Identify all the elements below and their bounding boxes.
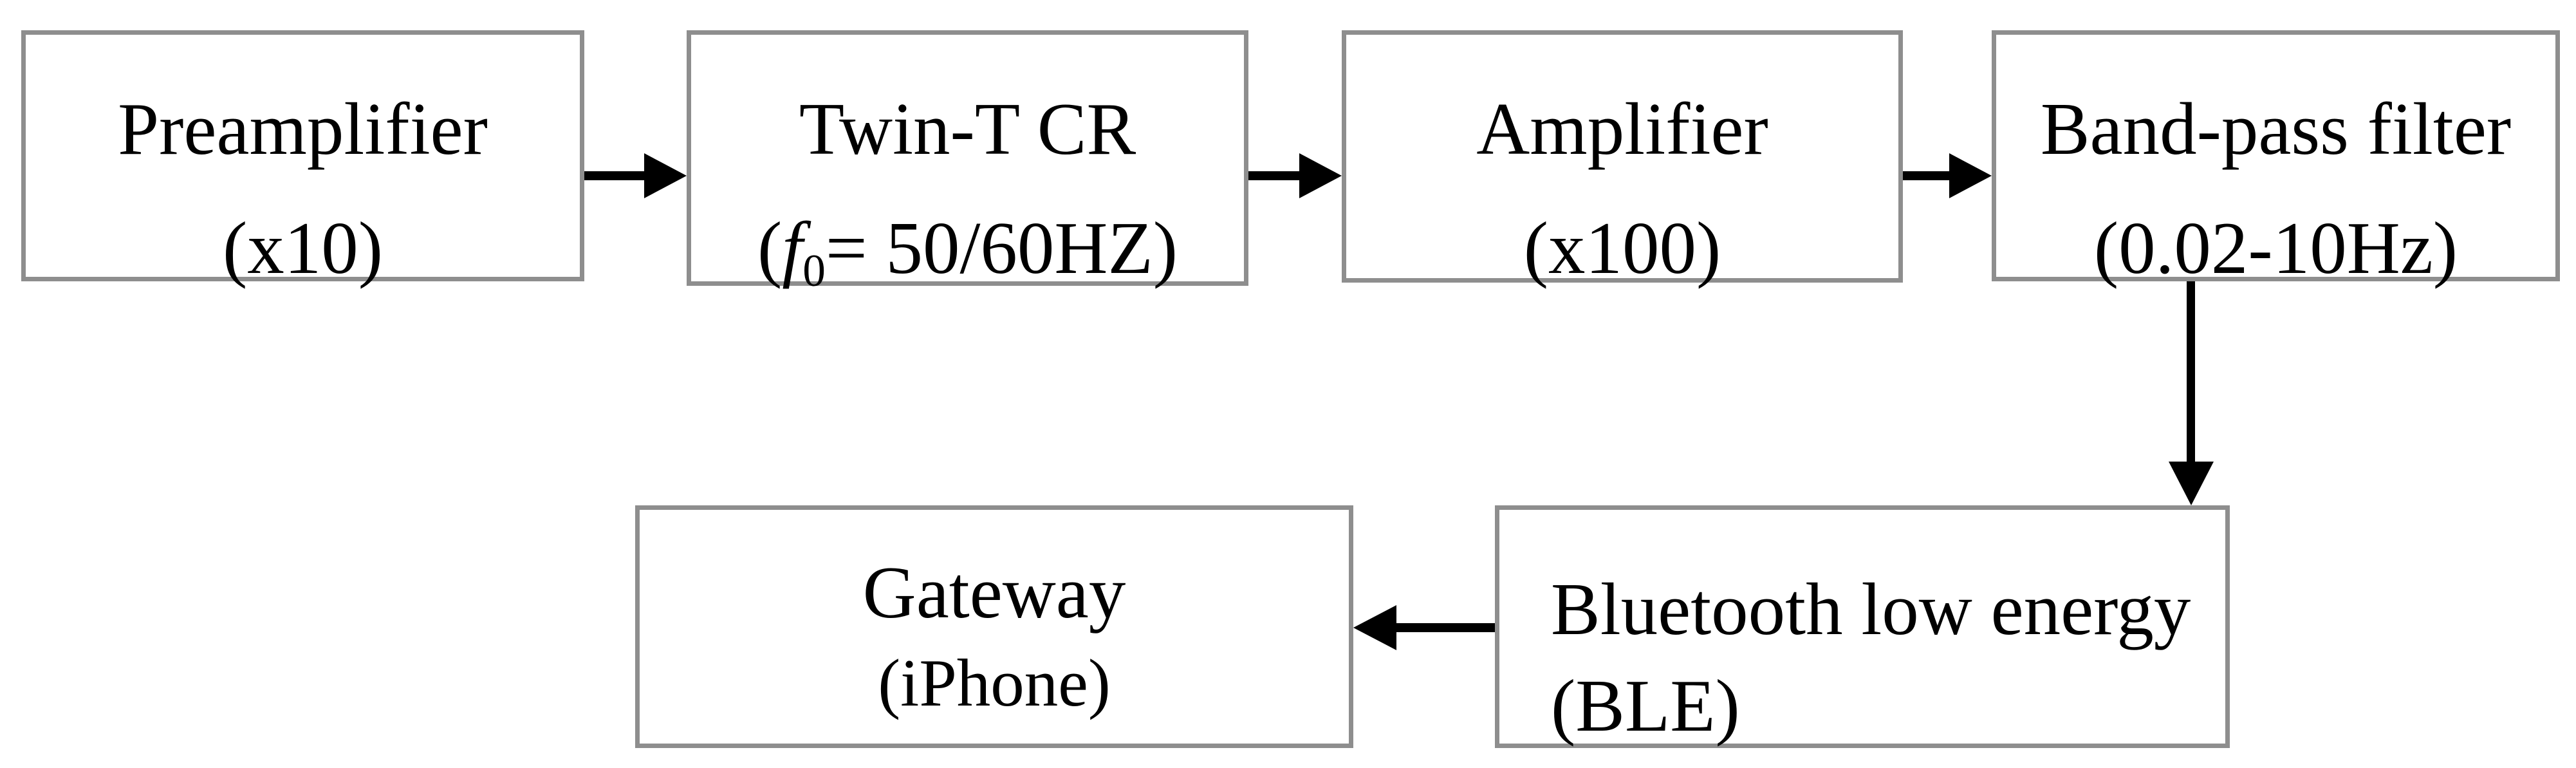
box-gateway-subtitle: (iPhone): [878, 645, 1111, 720]
box-preamplifier-subtitle: (x10): [222, 207, 384, 289]
arrowhead-right-icon: [1299, 153, 1342, 198]
arrow-shaft: [584, 171, 646, 180]
box-twin-t-cr-subtitle: (f0= 50/60HZ): [691, 189, 1244, 308]
box-twin-t-cr-title: Twin-T CR: [799, 88, 1136, 170]
box-band-pass-filter: Band-pass filter (0.02-10Hz): [1992, 30, 2560, 289]
arrow-shaft: [1903, 171, 1951, 180]
box-band-pass-filter-title: Band-pass filter: [2040, 88, 2512, 170]
box-gateway-title: Gateway: [862, 552, 1126, 633]
box-gateway: Gateway (iPhone): [635, 505, 1353, 748]
arrow-shaft: [1248, 171, 1301, 180]
frequency-subscript: 0: [802, 245, 826, 296]
box-twin-t-cr: Twin-T CR (f0= 50/60HZ): [687, 30, 1248, 296]
arrowhead-down-icon: [2169, 462, 2214, 505]
box-amplifier: Amplifier (x100): [1342, 30, 1903, 289]
arrowhead-right-icon: [1949, 153, 1992, 198]
box-bluetooth-low-energy-title: Bluetooth low energy: [1551, 568, 2191, 650]
box-amplifier-title: Amplifier: [1476, 88, 1768, 170]
box-preamplifier-title: Preamplifier: [118, 88, 488, 170]
box-preamplifier: Preamplifier (x10): [21, 30, 584, 289]
paren-open: (: [757, 207, 783, 289]
arrow-shaft: [1395, 623, 1495, 632]
arrow-shaft: [2187, 281, 2195, 464]
frequency-symbol: f: [782, 207, 803, 289]
box-band-pass-filter-subtitle: (0.02-10Hz): [2093, 207, 2458, 289]
box-bluetooth-low-energy-subtitle: (BLE): [1551, 665, 1740, 747]
arrowhead-left-icon: [1353, 605, 1396, 650]
box-amplifier-subtitle: (x100): [1523, 207, 1721, 289]
box-bluetooth-low-energy: Bluetooth low energy (BLE): [1495, 505, 2230, 748]
frequency-value: = 50/60HZ): [825, 207, 1178, 289]
arrowhead-right-icon: [644, 153, 687, 198]
